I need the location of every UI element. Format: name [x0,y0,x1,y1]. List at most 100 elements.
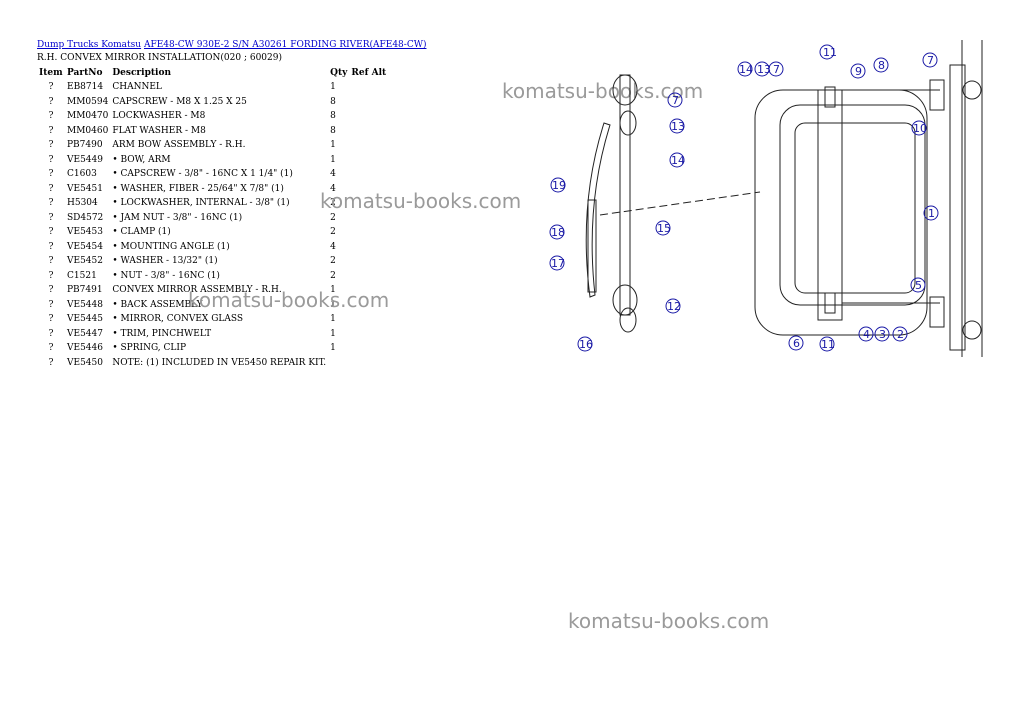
callout-18 [549,224,565,240]
table-row: ?C1521• NUT - 3/8" - 16NC (1)2 [37,269,393,284]
cell-ref-alt [349,225,393,240]
svg-text:2: 2 [897,328,904,341]
cell-qty: 1 [330,314,336,325]
svg-text:7: 7 [927,54,934,67]
cell-qty: 1 [330,299,336,310]
svg-text:18: 18 [551,226,565,239]
cell-item: ? [48,154,54,165]
cell-ref-alt [349,356,393,371]
svg-text:14: 14 [739,63,753,76]
svg-text:7: 7 [773,63,780,76]
table-row: ?VE5451• WASHER, FIBER - 25/64" X 7/8" (… [37,182,393,197]
table-row: ? PB7491 CONVEX MIRROR ASSEMBLY - R.H. 1 [37,283,393,298]
cell-ref-alt [349,341,393,356]
svg-text:13: 13 [757,63,771,76]
callout-9 [850,63,866,79]
cell-item: ? [48,357,54,368]
callout-16 [577,336,593,352]
cell-description: • BOW, ARM [112,154,171,165]
cell-partno: SD4572 [67,212,104,223]
cell-description: • MOUNTING ANGLE (1) [112,241,230,252]
cell-partno: MM0470 [67,111,109,122]
cell-ref-alt [349,153,393,168]
cell-partno: VE5450 [67,357,103,368]
callout-5 [910,277,926,293]
channel-part [817,89,843,321]
table-row: ?VE5454• MOUNTING ANGLE (1)4 [37,240,393,255]
mirror-side-profile [585,122,611,298]
cell-item: ? [48,328,54,339]
breadcrumb-link-model[interactable]: AFE48-CW 930E-2 S/N A30261 FORDING RIVER… [143,40,427,50]
callout-15 [655,220,671,236]
cell-qty: 4 [330,241,336,252]
cell-ref-alt [349,80,393,95]
cell-item: ? [48,270,54,281]
cell-description: NOTE: (1) INCLUDED IN VE5450 REPAIR KIT. [112,357,327,368]
cell-qty: 2 [330,270,336,281]
cell-qty: 4 [330,183,336,194]
breadcrumb: Dump Trucks Komatsu AFE48-CW 930E-2 S/N … [37,40,426,50]
cell-partno: PB7491 [67,285,103,296]
table-row: ?VE5452• WASHER - 13/32" (1)2 [37,254,393,269]
cell-description: • SPRING, CLIP [112,343,187,354]
cell-partno: C1521 [67,270,97,281]
cell-qty: 1 [330,154,336,165]
watermark: komatsu-books.com [188,288,390,312]
cell-qty: 1 [330,285,336,296]
cell-ref-alt [349,95,393,110]
cell-item: ? [48,111,54,122]
col-header-partno: PartNo [67,67,103,78]
cell-description: • BACK ASSEMBLY [112,299,203,310]
cell-partno: EB8714 [67,82,104,93]
cell-ref-alt [349,109,393,124]
cell-description: CONVEX MIRROR ASSEMBLY - R.H. [112,285,282,296]
cell-item: ? [48,343,54,354]
cell-item: ? [48,169,54,180]
table-row: ?SD4572• JAM NUT - 3/8" - 16NC (1)2 [37,211,393,226]
svg-text:16: 16 [579,338,593,351]
table-row: ?H5304• LOCKWASHER, INTERNAL - 3/8" (1)2 [37,196,393,211]
cell-qty: 1 [330,82,336,93]
table-row: ?C1603• CAPSCREW - 3/8" - 16NC X 1 1/4" … [37,167,393,182]
cell-partno: C1603 [67,169,97,180]
cell-qty: 2 [330,212,336,223]
cell-description: • MIRROR, CONVEX GLASS [112,314,244,325]
svg-text:1: 1 [928,207,935,220]
cell-description: ARM BOW ASSEMBLY - R.H. [112,140,246,151]
cell-item: ? [48,285,54,296]
callout-8 [873,57,889,73]
callout-2 [892,326,908,342]
channel-mount-plate [949,64,966,351]
cell-description: • LOCKWASHER, INTERNAL - 3/8" (1) [112,198,290,209]
cell-qty: 4 [330,169,336,180]
svg-text:17: 17 [551,257,565,270]
cell-description: • WASHER - 13/32" (1) [112,256,218,267]
cell-qty: 8 [330,111,336,122]
col-header-item: Item [39,67,63,78]
cell-description: • TRIM, PINCHWELT [112,328,212,339]
cell-partno: H5304 [67,198,98,209]
cell-partno: MM0594 [67,96,109,107]
mirror-frame-outer [754,89,928,336]
callout-13-left [669,118,685,134]
callout-14-top [737,61,753,77]
cell-description: • JAM NUT - 3/8" - 16NC (1) [112,212,243,223]
cell-partno: VE5445 [67,314,103,325]
cell-item: ? [48,198,54,209]
cell-ref-alt [349,269,393,284]
cell-item: ? [48,82,54,93]
cell-description: FLAT WASHER - M8 [112,125,206,136]
watermark: komatsu-books.com [568,609,770,633]
breadcrumb-link-category[interactable]: Dump Trucks Komatsu [37,40,142,50]
svg-text:14: 14 [671,154,685,167]
svg-text:10: 10 [913,122,927,135]
svg-text:9: 9 [855,65,862,78]
callout-7-left [667,92,683,108]
